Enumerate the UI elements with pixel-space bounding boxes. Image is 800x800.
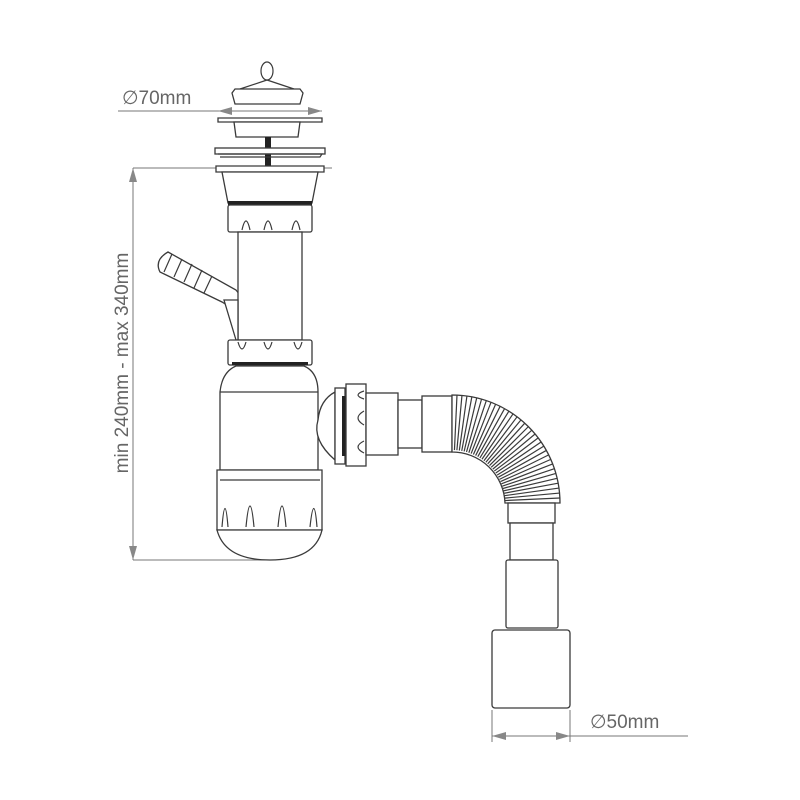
corrugation-rib xyxy=(496,445,545,476)
corrugation-rib xyxy=(485,419,522,463)
corrugation-rib xyxy=(479,410,510,459)
corrugation-rib xyxy=(503,477,558,492)
corrugation-rib xyxy=(489,426,529,466)
corrugation-rib xyxy=(500,458,552,483)
middle-nut xyxy=(227,339,313,366)
corrugation-rib xyxy=(468,400,487,453)
corrugation-rib xyxy=(481,413,514,460)
outlet-pipe xyxy=(491,502,571,709)
corrugation-rib xyxy=(490,429,533,468)
corrugation-rib xyxy=(501,463,553,485)
drain-body xyxy=(215,165,325,205)
corrugation-rib xyxy=(503,482,559,494)
corrugation-rib xyxy=(493,437,539,472)
corrugation-rib xyxy=(495,441,542,474)
corrugation-rib xyxy=(458,395,468,451)
corrugation-rib xyxy=(470,402,492,454)
sink-stopper xyxy=(231,61,304,105)
corrugation-rib xyxy=(472,403,497,455)
corrugation-rib xyxy=(477,408,506,457)
dimension-outlet-diameter: ∅50mm xyxy=(491,710,688,742)
outlet-diameter-label: ∅50mm xyxy=(590,712,659,733)
corrugation-rib xyxy=(465,398,483,453)
dimension-top-diameter: ∅70mm xyxy=(118,88,322,115)
corrugation-rib xyxy=(504,487,560,497)
corrugation-rib xyxy=(461,396,473,452)
corrugation-rib xyxy=(463,397,478,452)
corrugated-elbow xyxy=(451,394,561,504)
vertical-tube xyxy=(237,231,303,341)
corrugation-rib xyxy=(504,497,560,502)
corrugation-rib xyxy=(487,422,526,465)
corrugation-rib xyxy=(456,395,463,451)
corrugation-rib xyxy=(504,492,560,499)
bottle-trap xyxy=(216,365,323,561)
corrugation-rib xyxy=(502,468,555,487)
corrugation-rib xyxy=(453,395,458,451)
corrugation-rib xyxy=(475,406,501,456)
inlet-socket xyxy=(223,299,239,341)
strainer-flange xyxy=(214,117,326,169)
corrugation-rib xyxy=(499,454,549,480)
side-outlet xyxy=(316,383,453,467)
corrugation-rib xyxy=(502,472,557,490)
corrugation-rib xyxy=(483,416,518,462)
corrugation-rib xyxy=(492,433,536,470)
height-range-label: min 240mm - max 340mm xyxy=(112,253,133,474)
upper-nut xyxy=(227,204,313,233)
top-diameter-label: ∅70mm xyxy=(122,88,191,109)
corrugation-rib xyxy=(498,449,547,478)
